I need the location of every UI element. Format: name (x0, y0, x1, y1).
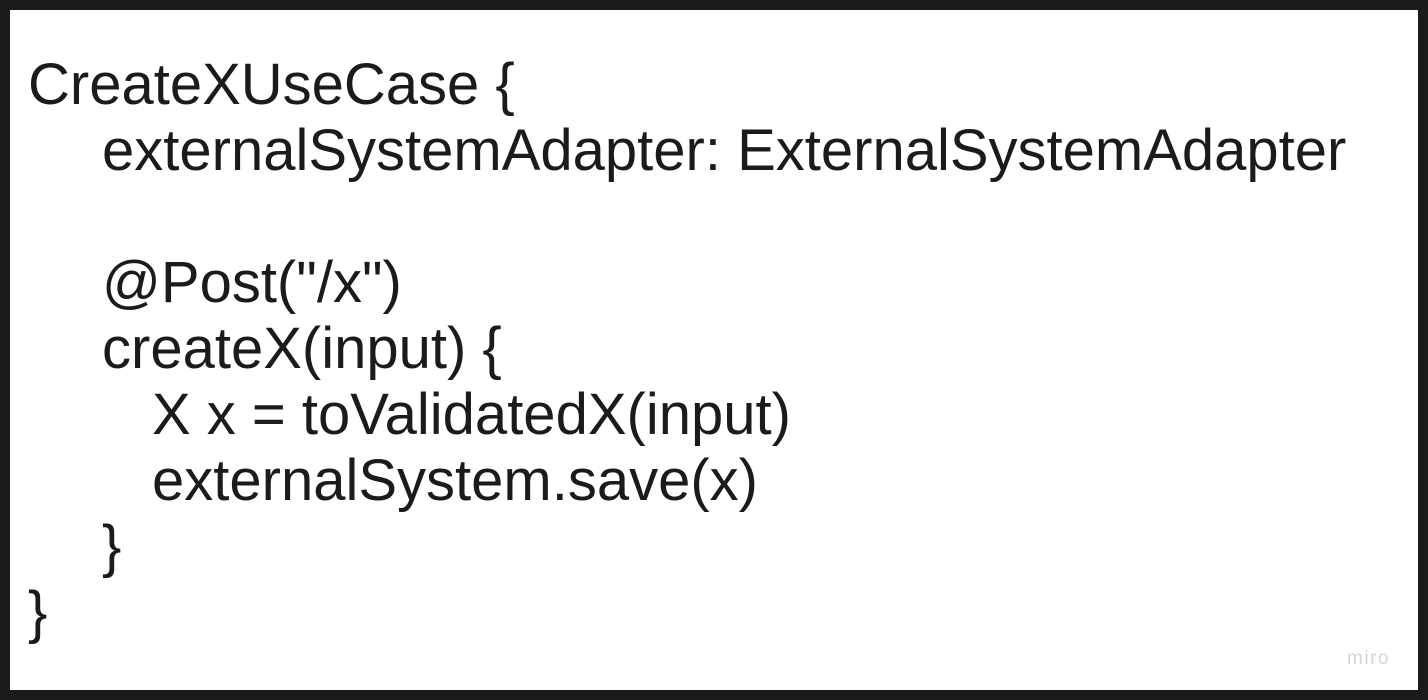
code-line: externalSystemAdapter: ExternalSystemAda… (102, 118, 1347, 183)
code-line: createX(input) { (102, 316, 502, 381)
code-line: } (102, 514, 122, 579)
code-line: } (28, 580, 48, 645)
code-line (28, 184, 1346, 250)
code-line: @Post("/x") (102, 250, 402, 315)
code-line: CreateXUseCase { (28, 52, 515, 117)
code-line: X x = toValidatedX(input) (152, 382, 791, 447)
miro-watermark-logo: miro (1347, 648, 1390, 669)
code-block: CreateXUseCase {externalSystemAdapter: E… (28, 52, 1346, 646)
code-line: externalSystem.save(x) (152, 448, 758, 513)
